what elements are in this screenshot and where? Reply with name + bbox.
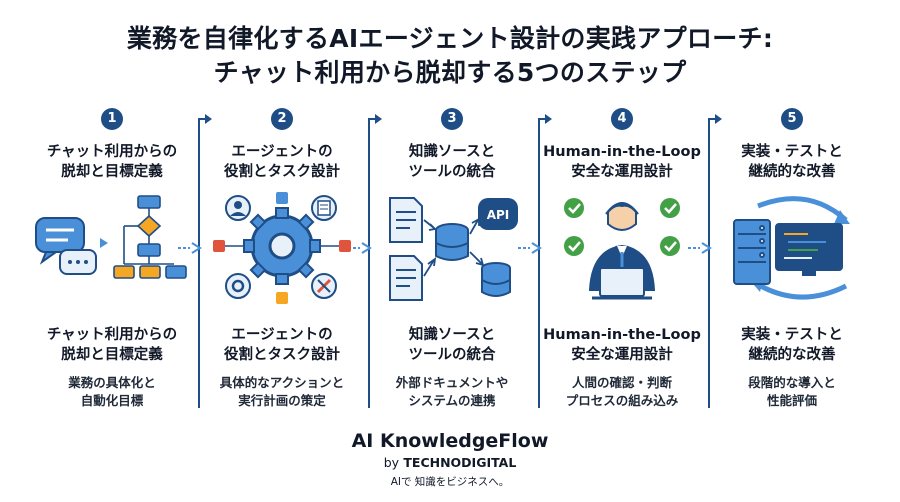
step-number: 2 (271, 108, 293, 130)
step-description: 業務の具体化と 自動化目標 (68, 375, 156, 408)
step-illustration (538, 190, 706, 310)
step-number: 1 (101, 108, 123, 130)
checkmark-icon (564, 198, 680, 256)
step-number: 5 (781, 108, 803, 130)
step-illustration (198, 190, 366, 310)
step-5: 5 実装・テストと 継続的な改善 実装・テ (708, 108, 876, 408)
step-heading: チャット利用からの 脱却と目標定義 (46, 144, 178, 180)
tools-icon (311, 273, 337, 299)
step-heading: 実装・テストと 継続的な改善 (741, 144, 843, 180)
step-1: 1 チャット利用からの 脱却と目標定義 (28, 108, 196, 408)
flowchart-icon (113, 195, 187, 279)
connector-nodes (213, 192, 351, 304)
step-connector-4 (538, 114, 552, 408)
by-prefix: by (383, 455, 400, 470)
step-illustration (28, 190, 196, 310)
step-connector-5 (708, 114, 722, 408)
code-monitor-icon (775, 223, 843, 276)
step-heading-repeat: チャット利用からの 脱却と目標定義 (46, 327, 178, 363)
title-line1: 業務を自律化するAIエージェント設計の実践アプローチ: (126, 24, 774, 53)
step-number: 4 (611, 108, 633, 130)
database-icon (435, 223, 511, 297)
person-laptop-icon (588, 202, 656, 300)
brand-name: AI KnowledgeFlow (351, 430, 549, 452)
brand-by-line: by TECHNODIGITAL (0, 455, 900, 470)
step-illustration: API (368, 190, 536, 310)
step-heading: エージェントの 役割とタスク設計 (224, 144, 340, 180)
step-description: 具体的なアクションと 実行計画の策定 (219, 375, 345, 408)
step-connector-2 (198, 114, 212, 408)
step-description: 外部ドキュメントや システムの連携 (395, 375, 509, 408)
chat-bubble-icon (35, 217, 97, 275)
step-3: 3 知識ソースと ツールの統合 API (368, 108, 536, 408)
company-name: TECHNODIGITAL (403, 455, 517, 470)
step-heading: Human-in-the-Loop 安全な運用設計 (543, 144, 701, 180)
api-cloud-icon: API (478, 198, 518, 230)
brand-tagline: AIで 知識をビジネスへ。 (390, 476, 510, 488)
flow-arrow-4 (688, 242, 712, 254)
step-connector-3 (368, 114, 382, 408)
document-icon (311, 195, 337, 221)
settings-icon (225, 273, 251, 299)
document-icon (389, 197, 423, 301)
step-heading: 知識ソースと ツールの統合 (408, 144, 496, 180)
flow-arrow-1 (178, 242, 202, 254)
user-icon (225, 195, 251, 221)
step-heading-repeat: Human-in-the-Loop 安全な運用設計 (543, 327, 701, 363)
step-description: 段階的な導入と 性能評価 (748, 375, 836, 408)
step-heading-repeat: 知識ソースと ツールの統合 (408, 327, 496, 363)
flow-arrow-3 (518, 242, 542, 254)
step-2: 2 エージェントの 役割とタスク設計 (198, 108, 366, 408)
title-line2: チャット利用から脱却する5つのステップ (213, 58, 687, 87)
server-icon (733, 219, 771, 285)
step-number: 3 (441, 108, 463, 130)
step-heading-repeat: エージェントの 役割とタスク設計 (224, 327, 340, 363)
step-description: 人間の確認・判断 プロセスの組み込み (565, 375, 679, 408)
step-illustration (708, 190, 876, 310)
step-heading-repeat: 実装・テストと 継続的な改善 (741, 327, 843, 363)
page-title: 業務を自律化するAIエージェント設計の実践アプローチ: チャット利用から脱却する… (0, 22, 900, 90)
step-4: 4 Human-in-the-Loop 安全な運用設計 Human-in-the… (538, 108, 706, 408)
gear-icon (243, 207, 321, 285)
api-label: API (487, 208, 510, 222)
